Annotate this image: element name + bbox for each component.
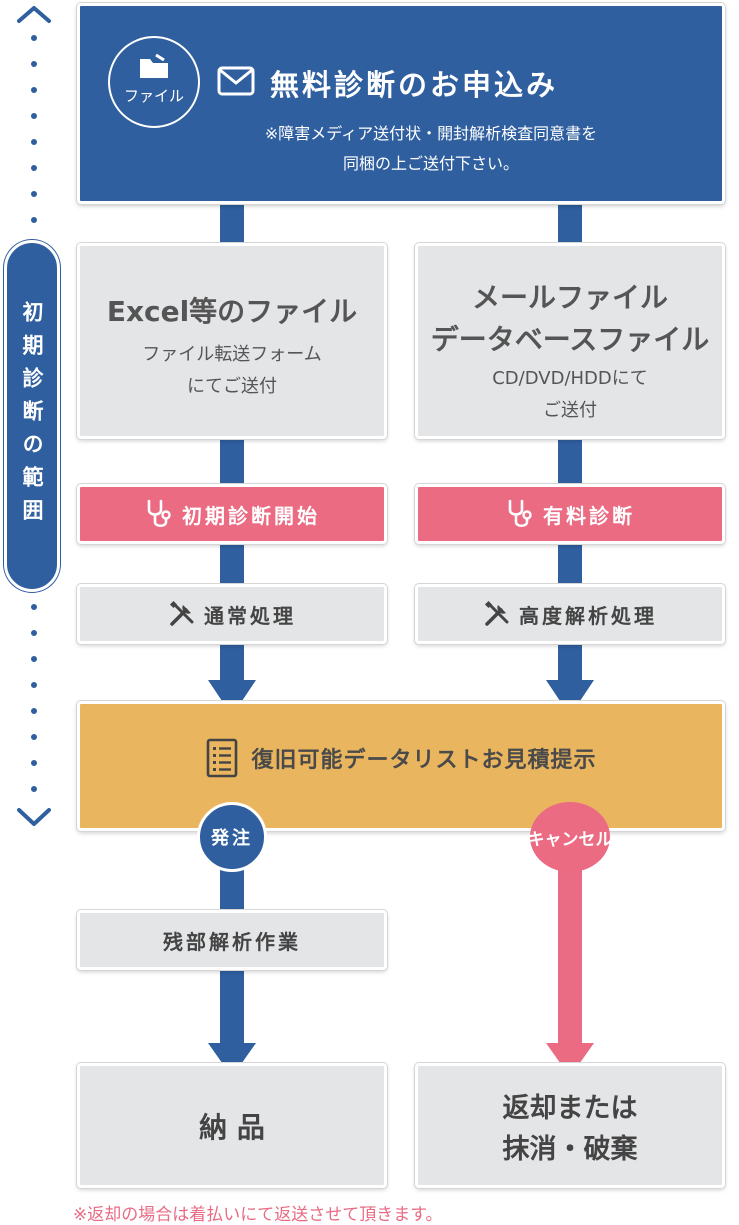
normal-processing-box: 通常処理 (77, 584, 387, 644)
media-desc-line1: CD/DVD/HDDにて (492, 368, 648, 389)
return-label-line2: 抹消・破棄 (502, 1133, 638, 1165)
estimate-label: 復旧可能データリストお見積提示 (251, 748, 597, 773)
initial-diagnosis-label: 初期診断開始 (182, 503, 320, 528)
application-note-line1: ※障害メディア送付状・開封解析検査同意書を (264, 124, 598, 143)
return-footnote: ※返却の場合は着払いにて返送させて頂きます。 (73, 1205, 443, 1225)
excel-file-desc-line1: ファイル転送フォーム (142, 344, 322, 365)
chevron-down-icon (17, 808, 51, 826)
stethoscope-icon (508, 499, 532, 528)
initial-diagnosis-start-box: 初期診断開始 (77, 484, 387, 544)
tools-icon (169, 600, 194, 626)
return-or-dispose-box: 返却または 抹消・破棄 (415, 1063, 725, 1188)
excel-file-desc-line2: にてご送付 (187, 376, 277, 397)
order-badge: 発注 (197, 802, 267, 872)
paid-diagnosis-label: 有料診断 (543, 503, 635, 528)
cancel-badge: キャンセル (527, 802, 613, 872)
remaining-analysis-box: 残部解析作業 (77, 910, 387, 970)
advanced-analysis-box: 高度解析処理 (415, 584, 725, 644)
media-desc-line2: ご送付 (543, 400, 597, 421)
cancel-badge-label: キャンセル (527, 829, 613, 850)
order-badge-label: 発注 (211, 828, 253, 849)
return-label-line1: 返却または (502, 1092, 638, 1124)
mail-file-title: メールファイル (471, 281, 668, 314)
file-badge: ファイル (108, 36, 200, 128)
mail-icon (217, 66, 255, 96)
application-note-line2: 同梱の上ご送付下さい。 (342, 154, 519, 173)
stethoscope-icon (147, 499, 171, 528)
remaining-analysis-label: 残部解析作業 (163, 929, 301, 954)
excel-file-source-box: Excel等のファイル ファイル転送フォーム にてご送付 (77, 243, 387, 439)
excel-file-title: Excel等のファイル (106, 295, 358, 328)
paid-diagnosis-box: 有料診断 (415, 484, 725, 544)
database-file-title: データベースファイル (430, 323, 710, 356)
delivery-label: 納 品 (199, 1110, 265, 1144)
mail-database-source-box: メールファイル データベースファイル CD/DVD/HDDにて ご送付 (415, 243, 725, 439)
application-title: 無料診断のお申込み (270, 68, 559, 102)
advanced-analysis-label: 高度解析処理 (519, 603, 657, 628)
file-badge-label: ファイル (123, 86, 184, 105)
list-document-icon (207, 738, 238, 778)
delivery-box: 納 品 (77, 1063, 387, 1188)
chevron-up-icon (17, 6, 51, 23)
tools-icon (484, 600, 509, 626)
normal-processing-label: 通常処理 (204, 603, 296, 628)
free-diagnosis-application-box: ファイル 無料診断のお申込み ※障害メディア送付状・開封解析検査同意書を 同梱の… (77, 3, 725, 204)
initial-diagnosis-scope-label: 初期診断の範囲 (4, 240, 60, 592)
estimate-box: 復旧可能データリストお見積提示 (77, 701, 725, 831)
folder-icon (140, 53, 168, 78)
